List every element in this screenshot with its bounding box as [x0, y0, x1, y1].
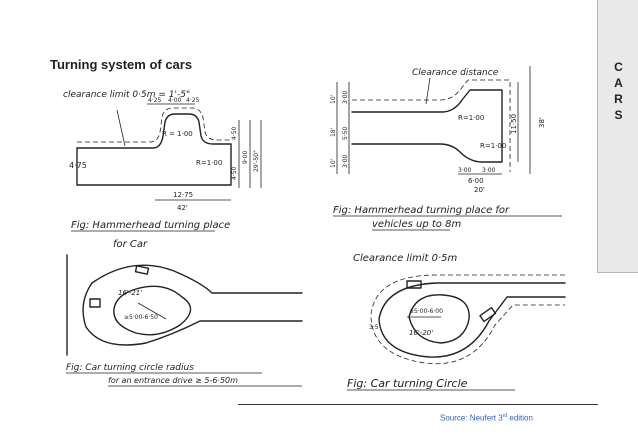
- caption: Fig: Hammerhead turning place for: [333, 205, 510, 216]
- dimension-label: 16'-21': [118, 289, 142, 297]
- car-turning-circle-figure: Clearance limit 0·5m ≥5·00-6·00 16'-20' …: [347, 253, 566, 391]
- dimension-label: 5·50: [342, 126, 349, 140]
- radius-label: R=1·00: [196, 159, 222, 167]
- side-letter: R: [614, 92, 623, 106]
- radius-label: R = 1·00: [162, 130, 193, 138]
- source-prefix: Source: Neufert 3: [440, 413, 503, 423]
- dimension-label: 16'-20': [409, 329, 433, 337]
- hammerhead-outline: [351, 89, 503, 163]
- hammerhead-outline: [76, 113, 232, 186]
- outer-kerb: [91, 264, 303, 294]
- clearance-outline: [370, 274, 565, 365]
- dimension-label: 3·00: [482, 167, 496, 174]
- radius-label: R=1·00: [458, 114, 484, 122]
- dimension-label: 18': [330, 127, 337, 137]
- clearance-label: clearance limit 0·5m = 1'-5": [63, 90, 190, 100]
- length-label: 42': [177, 204, 188, 212]
- dimension-label: 4·00: [168, 97, 182, 104]
- car-icon: [479, 307, 497, 323]
- inner-island: [408, 294, 470, 344]
- dimension-label: 3·00: [342, 90, 349, 104]
- outer-kerb: [378, 282, 566, 358]
- clearance-label: Clearance distance: [412, 68, 499, 78]
- dimension-label: 9·00: [242, 150, 249, 164]
- dimension-label: ≥5·00-6·00: [409, 308, 443, 315]
- car-turning-radius-figure: 16'-21' ≥5·00-6·50 Fig: Car turning circ…: [66, 254, 303, 387]
- dimension-label: 20': [474, 186, 485, 194]
- caption: Fig: Car turning circle radius: [66, 363, 194, 373]
- caption: Fig: Hammerhead turning place: [71, 220, 230, 231]
- clearance-outline: [352, 79, 511, 172]
- outer-kerb: [82, 282, 303, 346]
- dimension-label: 10': [330, 94, 337, 104]
- side-tab: C A R S: [597, 0, 638, 273]
- dimension-label: 4·50: [231, 126, 238, 140]
- dimension-label: 38': [538, 117, 546, 128]
- dimension-label: 3·00: [342, 154, 349, 168]
- side-letter: S: [614, 108, 623, 122]
- length-label: 12·75: [173, 191, 193, 199]
- leader-line: [116, 109, 126, 147]
- side-letter: A: [614, 76, 623, 90]
- car-icon: [406, 280, 422, 289]
- hammerhead-car-figure: clearance limit 0·5m = 1'-5" 4·25 4·00 4…: [63, 90, 262, 250]
- dimension-label: 11·50: [510, 114, 518, 134]
- radius-label: R=1·00: [480, 142, 506, 150]
- caption: vehicles up to 8m: [372, 219, 461, 230]
- source-citation: Source: Neufert 3rd edition: [440, 413, 533, 423]
- dimension-label: 3·5: [369, 324, 379, 331]
- car-icon: [134, 265, 150, 275]
- dimension-label: ≥5·00-6·50: [124, 314, 158, 321]
- inner-island: [113, 285, 192, 336]
- car-icon: [89, 298, 101, 308]
- clearance-outline: [77, 107, 233, 143]
- caption: for an entrance drive ≥ 5-6·50m: [108, 376, 238, 385]
- dimension-label: 4·25: [186, 97, 200, 104]
- dimension-label: 3·00: [458, 167, 472, 174]
- footer-divider: [238, 404, 598, 405]
- side-letter: C: [614, 60, 623, 74]
- dimension-label: 10': [330, 158, 337, 168]
- width-label: 4·75: [69, 161, 87, 170]
- caption: for Car: [113, 239, 148, 250]
- radius-line: [137, 302, 167, 320]
- dimension-label: 4·50: [231, 166, 238, 180]
- hammerhead-vehicle-figure: Clearance distance 10' 18' 10' 3·00 5·50…: [330, 66, 562, 231]
- source-sup: rd: [502, 413, 508, 419]
- clearance-label: Clearance limit 0·5m: [353, 253, 458, 264]
- slide-title: Turning system of cars: [50, 57, 193, 72]
- caption: Fig: Car turning Circle: [347, 377, 468, 390]
- dimension-label: 29'-50": [253, 150, 260, 172]
- source-suffix: edition: [507, 413, 533, 423]
- dimension-label: 4·25: [148, 97, 162, 104]
- dimension-label: 6·00: [468, 177, 484, 185]
